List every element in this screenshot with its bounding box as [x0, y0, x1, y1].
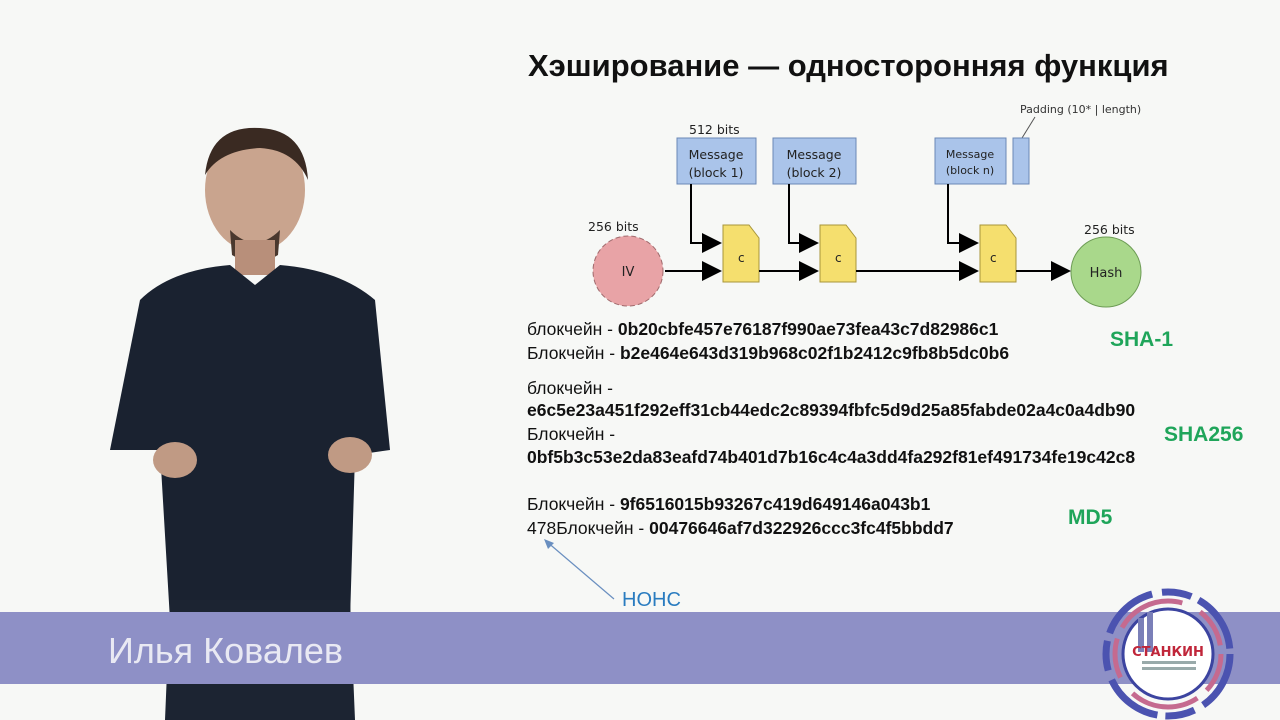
sha256-row-2-hash: 0bf5b3c53e2da83eafd74b401d7b16c4c4a3dd4f…: [527, 447, 1136, 467]
hash-circle: Hash: [1070, 236, 1142, 308]
slide-title: Хэширование — односторонняя функция: [528, 48, 1169, 83]
svg-text:Message: Message: [689, 147, 744, 162]
iv-circle: IV: [592, 235, 664, 307]
speaker-name: Илья Ковалев: [108, 630, 344, 671]
stankin-logo: СТАНКИН: [1102, 588, 1234, 720]
svg-text:(block 2): (block 2): [787, 165, 842, 180]
svg-text:СТАНКИН: СТАНКИН: [1132, 645, 1204, 660]
hash-construction-diagram: 512 bits Padding (10* | length) Message …: [588, 103, 1142, 308]
message-block-n: Message (block n): [934, 137, 1007, 185]
svg-text:(block n): (block n): [946, 164, 994, 177]
message-block-2: Message (block 2): [772, 137, 857, 185]
compress-box-n: c: [979, 224, 1017, 283]
padding-block: [1012, 137, 1030, 185]
sha1-row-2: Блокчейн - b2e464e643d319b968c02f1b2412c…: [527, 343, 1010, 363]
message-block-1: Message (block 1): [676, 137, 757, 185]
name-banner: [0, 612, 1280, 684]
sha1-label: SHA-1: [1110, 328, 1174, 351]
block-size-label: 512 bits: [689, 122, 740, 137]
compress-box-1: c: [722, 224, 760, 283]
svg-text:Hash: Hash: [1090, 266, 1123, 281]
svg-text:IV: IV: [622, 265, 635, 280]
svg-text:Message: Message: [946, 148, 994, 161]
md5-row-2: 478Блокчейн - 00476646af7d322926ccc3fc4f…: [527, 518, 954, 538]
hash-size-label: 256 bits: [1084, 222, 1135, 237]
nonce-arrow: [544, 539, 615, 600]
padding-pointer: [1021, 116, 1036, 139]
padding-label: Padding (10* | length): [1020, 103, 1141, 116]
svg-text:c: c: [990, 251, 997, 265]
sha256-label: SHA256: [1164, 423, 1244, 446]
sha256-row-2-word: Блокчейн -: [527, 424, 616, 444]
svg-text:c: c: [835, 251, 842, 265]
arrows: [665, 184, 1071, 281]
md5-label: MD5: [1068, 506, 1113, 529]
md5-row-1: Блокчейн - 9f6516015b93267c419d649146a04…: [527, 494, 931, 514]
svg-text:(block 1): (block 1): [689, 165, 744, 180]
iv-size-label: 256 bits: [588, 219, 639, 234]
nonce-label: НОНС: [622, 589, 681, 611]
compress-box-2: c: [819, 224, 857, 283]
sha256-row-1-hash: e6c5e23a451f292eff31cb44edc2c89394fbfc5d…: [527, 400, 1136, 420]
sha1-row-1: блокчейн - 0b20cbfe457e76187f990ae73fea4…: [527, 319, 999, 339]
sha256-row-1-word: блокчейн -: [527, 378, 614, 398]
svg-text:c: c: [738, 251, 745, 265]
svg-text:Message: Message: [787, 147, 842, 162]
